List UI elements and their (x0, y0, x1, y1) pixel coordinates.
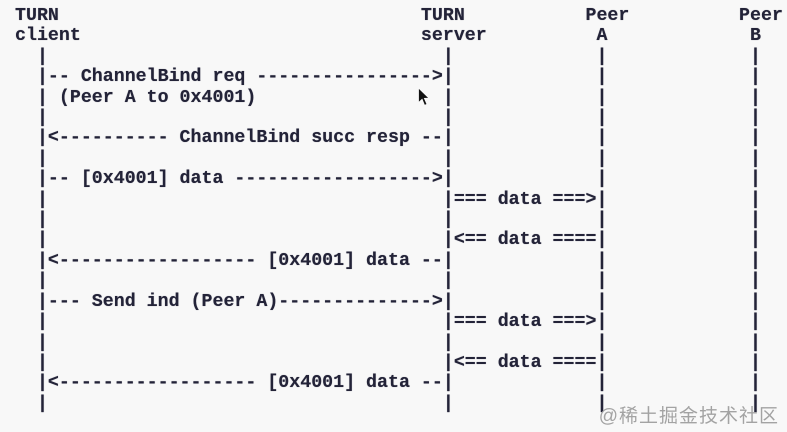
mouse-cursor-icon (418, 87, 430, 106)
watermark-text: @稀土掘金技术社区 (598, 406, 779, 427)
ascii-sequence-diagram: TURN TURN Peer Peer client server A B | … (15, 6, 783, 414)
